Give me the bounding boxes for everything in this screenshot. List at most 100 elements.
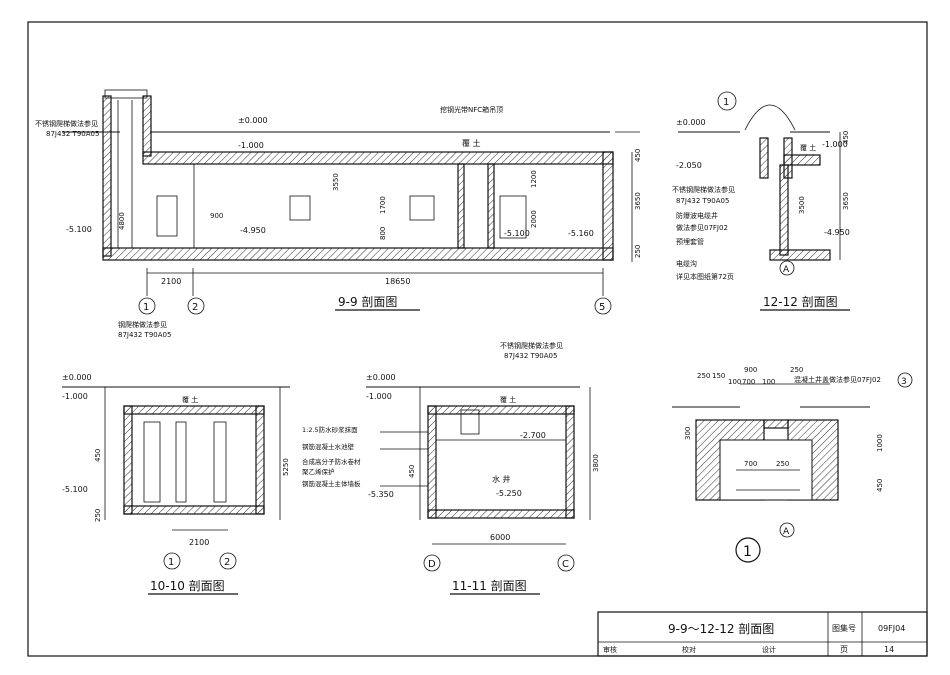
page-value: 14 xyxy=(884,645,894,654)
review-label: 校对 xyxy=(682,645,696,654)
cover-soil-label: 覆 土 xyxy=(182,395,198,404)
door xyxy=(156,195,178,237)
dimension-text: 100 xyxy=(762,378,775,386)
axis-bubble xyxy=(594,297,612,315)
dimension-text: 450 xyxy=(94,449,102,462)
level-label: -5.350 xyxy=(368,490,394,499)
level-label: -5.100 xyxy=(62,485,88,494)
drawing-title: 9-9～12-12 剖面图 xyxy=(668,622,774,636)
note-text: 聚乙烯保护 xyxy=(302,467,335,476)
note-text: 电缆沟 xyxy=(676,259,697,268)
shaft-wall-left xyxy=(102,95,112,257)
roof-slab xyxy=(142,151,614,165)
dimension-text: 3550 xyxy=(332,173,340,191)
axis-bubble-label: 5 xyxy=(599,302,605,313)
atlas-value: 09FJ04 xyxy=(878,624,905,633)
dimension-text: 700 xyxy=(742,378,755,386)
shaft-wall-right xyxy=(142,95,152,157)
axis-bubble-label: 1 xyxy=(168,557,174,568)
window xyxy=(409,195,435,221)
level-label: -2.050 xyxy=(676,161,702,170)
dimension-text: 450 xyxy=(842,131,850,144)
dimension-text: 450 xyxy=(634,149,642,162)
axis-bubble-label: 2 xyxy=(224,557,230,568)
level-label: -5.100 xyxy=(504,229,530,238)
axis-bubble xyxy=(219,552,237,570)
dimension-text: 1200 xyxy=(530,170,538,188)
section-12-12: 1 ±0.000 -1.000 -2.050 -4.950 覆 土 不锈钢爬梯做… xyxy=(672,91,850,311)
dimension-text: 6000 xyxy=(490,533,510,542)
axis-bubble-label: 2 xyxy=(192,302,198,313)
note-text: 做法参见07FJ02 xyxy=(676,223,728,232)
axis-bubble-label: 1 xyxy=(143,302,149,313)
partition xyxy=(457,163,465,249)
level-label: ±0.000 xyxy=(366,373,396,382)
floor-slab xyxy=(102,247,614,261)
axis-bubble-label: D xyxy=(428,559,436,570)
dimension-text: 250 xyxy=(634,245,642,258)
level-label: -1.000 xyxy=(238,141,264,150)
level-label: ±0.000 xyxy=(238,116,268,125)
note-text: 防爆波电缆井 xyxy=(676,211,718,220)
axis-bubble xyxy=(187,297,205,315)
note-text: 挖钢光带NFC箱吊顶 xyxy=(440,105,503,114)
partition xyxy=(487,163,495,249)
window xyxy=(289,195,311,221)
detail-ref-bubble xyxy=(717,91,737,111)
dimension-text: 900 xyxy=(210,212,223,220)
level-label: -5.160 xyxy=(568,229,594,238)
door xyxy=(499,195,527,239)
axis-bubble-label: A xyxy=(783,265,790,275)
dimension-text: 3650 xyxy=(842,192,850,210)
axis-bubble xyxy=(779,260,795,276)
note-text: 混凝土井盖做法参见07FJ02 xyxy=(794,375,881,384)
level-label: -1.000 xyxy=(366,392,392,401)
note-text: 87J432 T90A05 xyxy=(46,130,99,138)
ref-bubble xyxy=(897,372,913,388)
ref-bubble-label: 3 xyxy=(901,377,907,387)
section-11-11: ±0.000 -1.000 -2.700 -5.250 -5.350 覆 土 水… xyxy=(302,341,600,595)
axis-bubble-label: C xyxy=(562,559,569,570)
shaft-cap xyxy=(104,89,148,99)
dimension-text: 2100 xyxy=(189,538,209,547)
section-title: 11-11 剖面图 xyxy=(452,579,527,593)
level-label: -4.950 xyxy=(824,228,850,237)
detail-ref-label: 1 xyxy=(723,97,729,108)
level-label: -1.000 xyxy=(822,140,848,149)
dimension-text: 3650 xyxy=(634,192,642,210)
dimension-text: 250 xyxy=(776,460,789,468)
page-label: 页 xyxy=(840,645,848,654)
level-label: -4.950 xyxy=(240,226,266,235)
level-label: ±0.000 xyxy=(62,373,92,382)
detail-label-bubble xyxy=(735,537,761,563)
dimension-text: 800 xyxy=(379,227,387,240)
dimension-text: 1700 xyxy=(379,196,387,214)
section-title: 10-10 剖面图 xyxy=(150,579,225,593)
note-text: 钢筋混凝土水池壁 xyxy=(302,442,355,451)
note-text: 钢筋混凝土主体墙板 xyxy=(302,479,361,488)
section-9-9: ±0.000 -1.000 -4.950 -5.100 -5.100 -5.16… xyxy=(35,89,642,339)
level-label: -5.250 xyxy=(496,489,522,498)
note-text: 不锈钢爬梯做法参见 xyxy=(35,119,98,128)
detail-1: 250 150 900 250 100 700 100 700 250 1000… xyxy=(672,366,913,563)
axis-bubble xyxy=(557,554,575,572)
dimension-text: 3500 xyxy=(798,196,806,214)
dimension-text: 900 xyxy=(744,366,757,374)
dimension-text: 18650 xyxy=(385,277,410,286)
axis-bubble xyxy=(423,554,441,572)
dimension-text: 4800 xyxy=(118,212,126,230)
dimension-text: 2000 xyxy=(530,210,538,228)
dimension-text: 5250 xyxy=(282,458,290,476)
note-text: 钢爬梯做法参见 xyxy=(118,320,167,329)
dimension-text: 1000 xyxy=(876,434,884,452)
review-label: 审核 xyxy=(603,645,617,654)
axis-bubble-label: A xyxy=(783,527,790,537)
note-text: 合成高分子防水卷材 xyxy=(302,457,361,466)
axis-bubble xyxy=(138,297,156,315)
dimension-text: 700 xyxy=(744,460,757,468)
dimension-text: 250 xyxy=(94,509,102,522)
section-10-10: ±0.000 -1.000 -5.100 覆 土 450 250 5250 21… xyxy=(62,373,290,595)
right-wall xyxy=(602,151,614,261)
